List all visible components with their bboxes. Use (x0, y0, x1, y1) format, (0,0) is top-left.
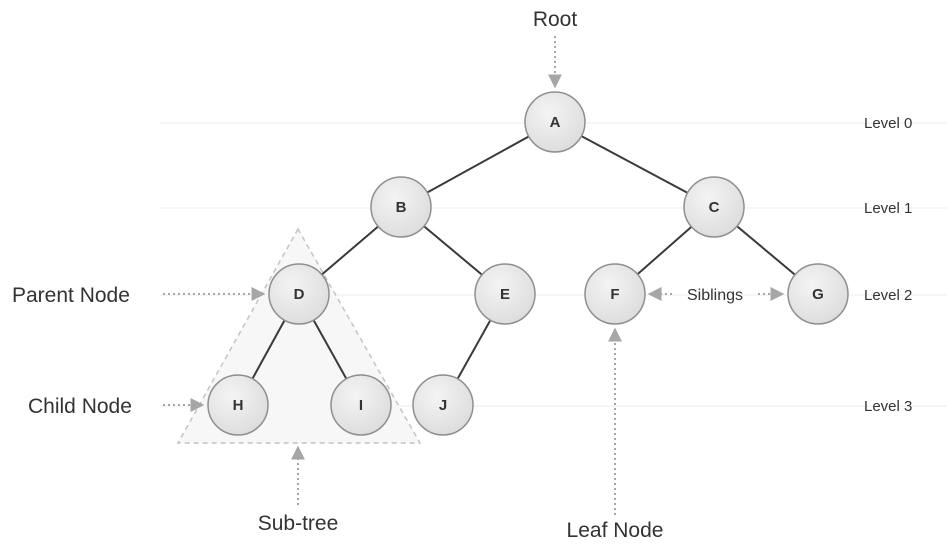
node-i: I (330, 374, 392, 436)
node-a: A (524, 91, 586, 153)
child-node-label: Child Node (28, 395, 132, 418)
level-1-label: Level 1 (864, 200, 912, 217)
leaf-node-label: Leaf Node (567, 519, 664, 542)
level-2-label: Level 2 (864, 287, 912, 304)
node-e-label: E (500, 286, 510, 303)
node-b: B (370, 176, 432, 238)
node-d-label: D (294, 286, 305, 303)
node-j: J (412, 374, 474, 436)
annotation-arrows (163, 36, 785, 515)
node-f-label: F (610, 286, 619, 303)
node-a-label: A (550, 114, 561, 131)
node-j-label: J (439, 397, 447, 414)
node-h: H (207, 374, 269, 436)
node-f: F (584, 263, 646, 325)
siblings-label: Siblings (687, 287, 743, 304)
level-3-label: Level 3 (864, 398, 912, 415)
subtree-label: Sub-tree (258, 512, 339, 535)
node-b-label: B (396, 199, 407, 216)
node-e: E (474, 263, 536, 325)
node-c: C (683, 176, 745, 238)
parent-node-label: Parent Node (12, 284, 130, 307)
node-c-label: C (709, 199, 720, 216)
node-i-label: I (359, 397, 363, 414)
node-h-label: H (233, 397, 244, 414)
node-d: D (268, 263, 330, 325)
node-g-label: G (812, 286, 824, 303)
nodes: A B C D E F G H (207, 91, 849, 436)
level-0-label: Level 0 (864, 115, 912, 132)
node-g: G (787, 263, 849, 325)
root-label: Root (533, 8, 578, 31)
